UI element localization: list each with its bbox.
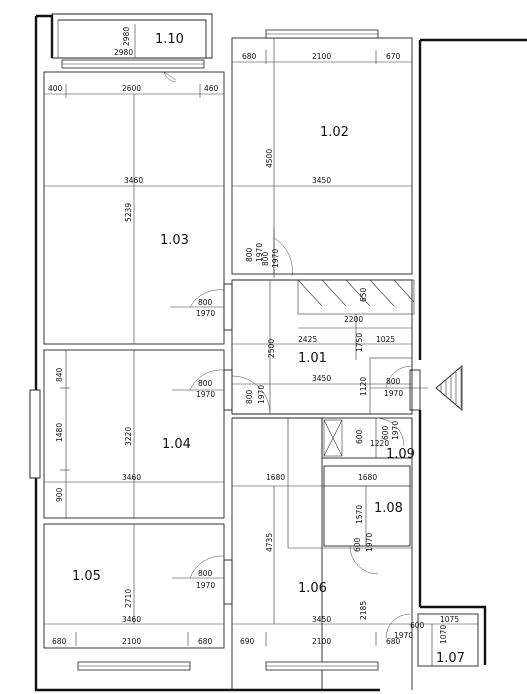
dim-door-1970-5: 1970 xyxy=(196,390,215,399)
dim-c650: 650 xyxy=(359,287,368,302)
room-1-09: 600 1220 600 1970 1.09 xyxy=(321,417,415,462)
dim-r110-w: 2980 xyxy=(114,48,133,57)
dim-r109-w: 1220 xyxy=(370,439,389,448)
dim-r106-w: 3450 xyxy=(312,615,331,624)
dim-r107-w: 1075 xyxy=(440,615,459,624)
dim-r108-w: 1680 xyxy=(358,473,377,482)
room-label-1-09: 1.09 xyxy=(386,447,415,462)
dim-r106-e: 680 xyxy=(386,637,401,646)
dim-r101-d: 1750 xyxy=(355,333,364,352)
dim-door-800-7: 800 xyxy=(245,247,254,262)
dim-door-600-b: 600 xyxy=(353,537,362,552)
dim-door-600-a: 600 xyxy=(381,425,390,440)
dim-r101-a: 2200 xyxy=(344,315,363,324)
dim-r102-b: 2100 xyxy=(312,52,331,61)
dim-r106-c: 690 xyxy=(240,637,255,646)
dim-door-1970-3: 1970 xyxy=(384,389,403,398)
room-label-1-01: 1.01 xyxy=(298,351,327,366)
dim-r101-f: 1120 xyxy=(359,377,368,396)
dim-r105-a: 680 xyxy=(52,637,67,646)
room-1-05: 1.05 2710 3460 680 2100 680 800 1970 xyxy=(43,523,233,671)
dim-r103-a: 400 xyxy=(48,84,63,93)
dim-r102-a: 680 xyxy=(242,52,257,61)
dim-r101-w: 3450 xyxy=(312,374,331,383)
dim-door-800-4: 800 xyxy=(245,389,254,404)
dim-r106-d: 2100 xyxy=(312,637,331,646)
dim-door-1970-1: 1970 xyxy=(196,309,215,318)
dim-door-1970-a: 1970 xyxy=(391,421,400,440)
dim-door-1970-4: 1970 xyxy=(257,385,266,404)
dim-door-800-1: 800 xyxy=(198,298,213,307)
dim-r105-b: 2100 xyxy=(122,637,141,646)
room-label-1-03: 1.03 xyxy=(160,233,189,248)
dim-r102-c: 670 xyxy=(386,52,401,61)
room-label-1-05: 1.05 xyxy=(72,569,101,584)
room-1-04: 840 1480 900 3220 3460 1.04 800 1970 xyxy=(43,349,225,519)
dim-r106-a: 1680 xyxy=(266,473,285,482)
dim-door-1970-b: 1970 xyxy=(365,533,374,552)
room-1-10: 1.10 2980 2980 xyxy=(51,13,213,69)
room-label-1-06: 1.06 xyxy=(298,581,327,596)
dim-r104-h: 3220 xyxy=(124,427,133,446)
room-1-07: 1075 1070 1.07 xyxy=(417,613,479,667)
dim-r106-h: 4735 xyxy=(265,533,274,552)
dim-r103-c: 460 xyxy=(204,84,219,93)
dim-r105-w: 3460 xyxy=(122,615,141,624)
dim-r103-b: 2600 xyxy=(122,84,141,93)
entrance-stair-symbol xyxy=(435,365,463,411)
room-1-08: 1680 1570 1.08 600 1970 xyxy=(323,465,411,575)
room-label-1-10: 1.10 xyxy=(155,32,184,47)
door-labels-misc: 800 1970 xyxy=(245,243,264,262)
dim-door-1970-2: 1970 xyxy=(271,249,280,268)
dim-r105-c: 680 xyxy=(198,637,213,646)
room-label-1-02: 1.02 xyxy=(320,125,349,140)
dim-door-600-c: 600 xyxy=(410,621,425,630)
dim-c600: 600 xyxy=(355,429,364,444)
room-1-03: 400 2600 460 3460 5239 1.03 800 1970 xyxy=(43,71,225,345)
dim-r106-b: 2185 xyxy=(359,601,368,620)
dim-r110-h: 2980 xyxy=(122,27,131,46)
dim-r103-h: 5239 xyxy=(124,203,133,222)
dim-r104-w: 3460 xyxy=(122,473,141,482)
dim-r103-w: 3460 xyxy=(124,176,143,185)
dim-door-1970-c: 1970 xyxy=(394,631,413,640)
dim-r105-h: 2710 xyxy=(124,589,133,608)
dim-r104-c: 900 xyxy=(55,487,64,502)
dim-r102-w: 3450 xyxy=(312,176,331,185)
dim-door-800-3: 800 xyxy=(386,377,401,386)
dim-door-1970-7: 1970 xyxy=(255,243,264,262)
dim-r101-b: 2425 xyxy=(298,335,317,344)
dim-r102-h: 4500 xyxy=(265,149,274,168)
dim-door-800-5: 800 xyxy=(198,379,213,388)
dim-door-800-6: 800 xyxy=(198,569,213,578)
dim-door-1970-6: 1970 xyxy=(196,581,215,590)
dim-r108-h: 1570 xyxy=(355,505,364,524)
dim-r104-a: 840 xyxy=(55,367,64,382)
room-label-1-04: 1.04 xyxy=(162,437,191,452)
exterior-walls xyxy=(29,14,527,692)
room-1-02: 680 2100 670 1.02 4500 3450 800 1970 xyxy=(231,29,413,278)
dim-r101-e: 1025 xyxy=(376,335,395,344)
room-1-01: 650 2200 2425 2500 1750 1025 1.01 3450 1… xyxy=(223,279,428,415)
dim-r101-c: 2500 xyxy=(267,339,276,358)
dim-r104-b: 1480 xyxy=(55,423,64,442)
dim-door-800-2: 800 xyxy=(261,251,270,266)
dim-r107-h: 1070 xyxy=(439,625,448,644)
room-label-1-08: 1.08 xyxy=(374,501,403,516)
room-label-1-07: 1.07 xyxy=(436,651,465,666)
